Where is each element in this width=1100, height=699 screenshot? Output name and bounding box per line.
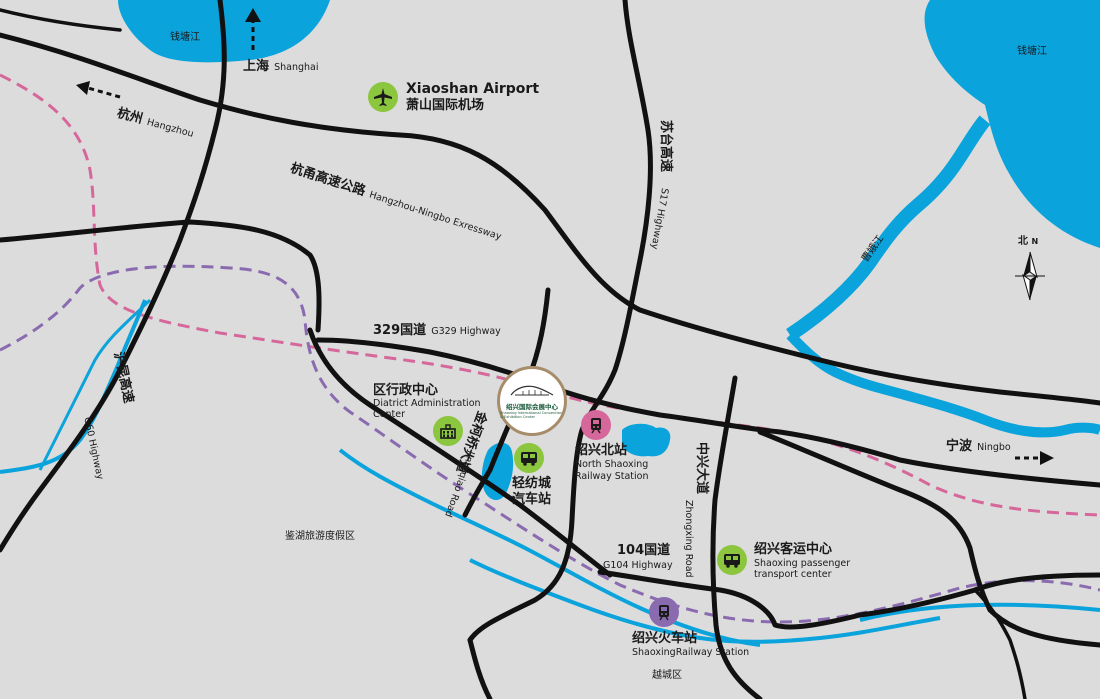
- district-center-en-1: Diatrict Administration: [373, 398, 481, 409]
- road-minor-north: [0, 8, 122, 32]
- minor-road-layer: [0, 8, 1027, 699]
- road-label-sutai: 苏台高速: [657, 120, 676, 172]
- area-label-jianhu: 鉴湖旅游度假区: [285, 531, 355, 542]
- railway-station-zh: 绍兴火车站: [632, 631, 698, 646]
- river-label-qiantang-right: 钱塘江: [1017, 46, 1047, 57]
- venue-logo-icon: [510, 385, 554, 396]
- road-east-loop: [757, 429, 1100, 648]
- arrow-hangzhou-icon: [87, 86, 121, 99]
- rail-purple: [0, 264, 1100, 624]
- passenger-center-en-2: transport center: [754, 569, 832, 580]
- passenger-center-zh: 绍兴客运中心: [754, 542, 833, 557]
- direction-shanghai-en: Shanghai: [274, 62, 319, 73]
- district-center-en-2: Center: [373, 409, 405, 420]
- compass-icon: [1015, 251, 1045, 301]
- railway-station-en: ShaoxingRailway Station: [632, 647, 750, 658]
- river-south-1: [338, 448, 761, 647]
- qiantang-river-right: [924, 0, 1100, 248]
- road-104: [597, 569, 1100, 630]
- road-329: [315, 337, 1100, 488]
- road-diagonal-sw: [307, 327, 613, 578]
- road-label-zhongxing-en: Zhongxing Road: [682, 500, 700, 578]
- road-top-diagonal: [0, 32, 1100, 406]
- passenger-center-en-1: Shaoxing passenger: [754, 558, 851, 569]
- road-label-zhongxing-zh: 中兴大道: [694, 442, 709, 495]
- direction-ningbo-zh: 宁波: [946, 439, 973, 454]
- north-station-en-2: Railway Station: [575, 471, 649, 482]
- road-label-g104-zh: 104国道: [617, 543, 671, 558]
- airplane-icon[interactable]: [368, 82, 398, 112]
- rail-layer: [0, 73, 1100, 624]
- venue-name-zh: 绍兴国际会展中心: [506, 403, 558, 411]
- direction-arrows: [76, 8, 1054, 465]
- road-label-g329-zh: 329国道: [373, 323, 427, 338]
- coach-icon[interactable]: [717, 545, 747, 575]
- water-layer: [0, 0, 1100, 647]
- rail-pink: [0, 73, 1100, 517]
- road-sutai: [467, 0, 653, 643]
- direction-shanghai: 上海 Shanghai: [243, 56, 319, 75]
- area-label-yuecheng: 越城区: [652, 670, 682, 681]
- north-station-en-1: North Shaoxing: [575, 459, 649, 470]
- venue-name-en: Shaoxing International Convention & Exhi…: [500, 411, 563, 419]
- river-label-qiantang-left: 钱塘江: [170, 32, 200, 43]
- river-south-2: [469, 558, 941, 644]
- direction-ningbo: 宁波 Ningbo: [946, 436, 1011, 455]
- bus-station-zh-2: 汽车站: [512, 492, 552, 507]
- bus-station-zh-1: 轻纺城: [512, 476, 552, 491]
- road-hukun: [0, 0, 227, 553]
- compass-label-letter: N: [1031, 237, 1039, 246]
- building-icon[interactable]: [433, 416, 463, 446]
- road-minor-east: [973, 588, 1027, 699]
- road-label-sutai-zh: 苏台高速: [658, 120, 673, 173]
- road-hangyong: [0, 219, 322, 333]
- direction-shanghai-zh: 上海: [243, 59, 270, 74]
- direction-ningbo-en: Ningbo: [977, 442, 1011, 453]
- district-center-zh: 区行政中心: [373, 383, 439, 398]
- road-zhongxing: [710, 375, 763, 699]
- river-south-3: [859, 602, 1100, 622]
- road-label-zhongxing: 中兴大道: [693, 442, 712, 494]
- bus-icon[interactable]: [514, 443, 544, 473]
- railway-icon[interactable]: [649, 597, 679, 627]
- road-label-g104-en: G104 Highway: [603, 560, 673, 571]
- lake-north-station: [622, 423, 671, 457]
- caoe-river: [786, 115, 991, 341]
- road-label-g329-en: G329 Highway: [431, 326, 501, 337]
- compass-label-zh: 北: [1018, 236, 1028, 247]
- airport-name-en: Xiaoshan Airport: [406, 81, 540, 97]
- train-icon[interactable]: [581, 410, 611, 440]
- river-left-stream-2: [38, 298, 152, 471]
- north-station-zh: 绍兴北站: [575, 443, 628, 458]
- caoe-branch: [786, 331, 1100, 438]
- road-label-g329: 329国道 G329 Highway: [373, 320, 501, 339]
- road-label-zhongxing-en-text: Zhongxing Road: [683, 500, 694, 578]
- road-south-stub: [467, 637, 493, 699]
- compass-label: 北 N: [1018, 236, 1038, 248]
- airport-name-zh: 萧山国际机场: [406, 98, 485, 113]
- venue-logo[interactable]: 绍兴国际会展中心 Shaoxing International Conventi…: [497, 366, 567, 436]
